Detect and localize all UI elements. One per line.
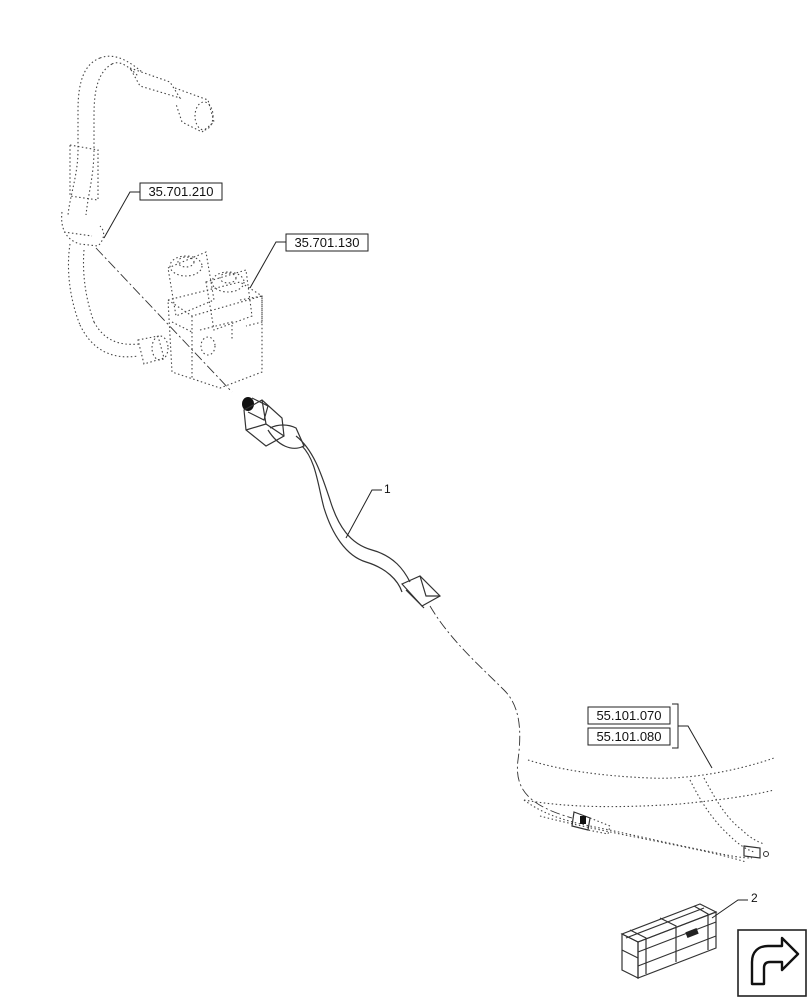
assembly-centerline-upper — [95, 247, 233, 393]
upper-hose-assembly — [61, 55, 215, 365]
callout-item-1: 1 — [384, 482, 391, 496]
callout-item-2: 2 — [751, 891, 758, 905]
reference-box-55-101-080[interactable]: 55.101.080 — [587, 727, 671, 746]
reference-bracket — [672, 703, 679, 749]
return-arrow-icon[interactable] — [737, 929, 807, 997]
leader-55-101-070 — [678, 725, 713, 769]
crate-icon — [620, 903, 718, 979]
leader-35-701-130 — [249, 241, 286, 289]
reference-box-35-701-210[interactable]: 35.701.210 — [139, 182, 223, 201]
reference-label: 55.101.080 — [596, 729, 661, 744]
reference-box-35-701-130[interactable]: 35.701.130 — [285, 233, 369, 252]
pressure-switch-harness — [242, 397, 441, 609]
reference-box-55-101-070[interactable]: 55.101.070 — [587, 706, 671, 725]
reference-label: 55.101.070 — [596, 708, 661, 723]
main-wiring-harness — [523, 757, 775, 863]
leader-35-701-210 — [103, 191, 140, 239]
assembly-centerline-lower — [429, 605, 573, 819]
leader-item-2 — [711, 899, 748, 919]
reference-label: 35.701.210 — [148, 184, 213, 199]
reference-label: 35.701.130 — [294, 235, 359, 250]
solenoid-valve-block — [167, 251, 263, 389]
leader-item-1 — [345, 489, 382, 539]
